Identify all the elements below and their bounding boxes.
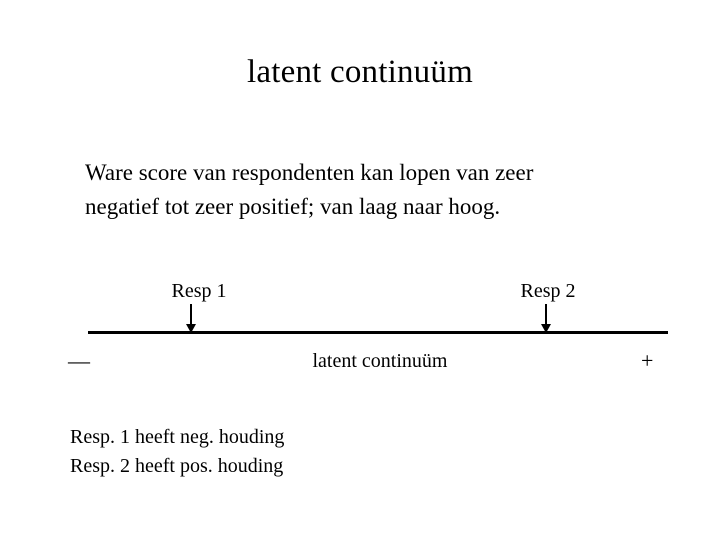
page-title: latent continuüm — [247, 54, 473, 90]
arrow-shaft — [545, 304, 547, 325]
marker-label-resp-1: Resp 1 — [171, 280, 227, 302]
axis-caption: latent continuüm — [312, 350, 448, 372]
footnote-line: Resp. 2 heeft pos. houding — [70, 455, 284, 477]
down-arrow-icon-resp-2 — [540, 304, 552, 334]
axis-positive-pole-label: + — [641, 348, 654, 373]
footnote-line: Resp. 1 heeft neg. houding — [70, 426, 285, 448]
continuum-axis-line — [88, 331, 668, 334]
arrow-shaft — [190, 304, 192, 325]
footnote-block: Resp. 1 heeft neg. houding Resp. 2 heeft… — [70, 423, 284, 481]
marker-label-resp-2: Resp 2 — [520, 280, 576, 302]
body-line: Ware score van respondenten kan lopen va… — [85, 160, 534, 185]
body-line: negatief tot zeer positief; van laag naa… — [85, 194, 501, 219]
body-paragraph: Ware score van respondenten kan lopen va… — [85, 156, 655, 224]
axis-negative-pole-label: — — [68, 348, 90, 373]
arrow-head — [541, 324, 551, 333]
down-arrow-icon-resp-1 — [185, 304, 197, 334]
arrow-head — [186, 324, 196, 333]
